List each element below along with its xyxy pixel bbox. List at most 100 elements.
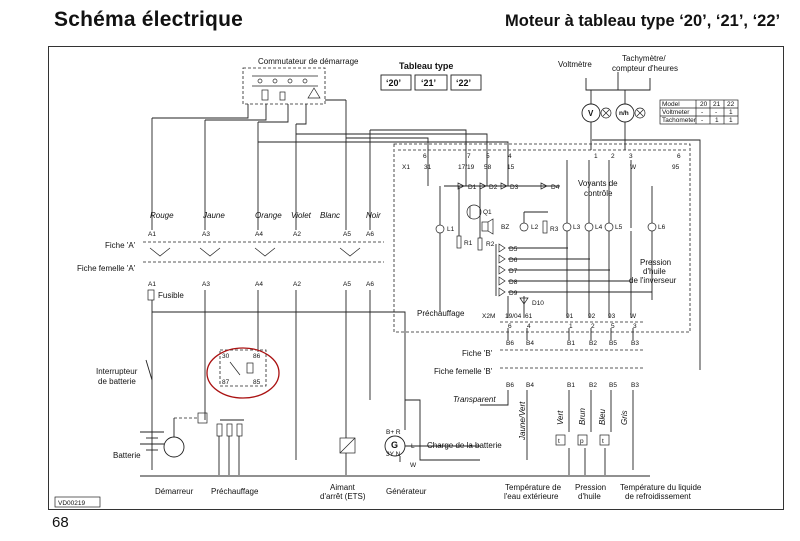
svg-text:A2: A2	[293, 281, 301, 288]
svg-text:-: -	[715, 109, 717, 116]
svg-text:A6: A6	[366, 231, 374, 238]
svg-text:Brun: Brun	[578, 408, 587, 425]
svg-text:4: 4	[527, 323, 531, 330]
svg-text:21: 21	[713, 101, 721, 108]
svg-text:1: 1	[569, 323, 573, 330]
svg-text:R3: R3	[550, 226, 559, 233]
svg-text:91: 91	[566, 313, 574, 320]
svg-text:D9: D9	[509, 290, 518, 297]
svg-text:B1: B1	[567, 382, 575, 389]
page-title: Schéma électrique	[54, 8, 243, 31]
diodes-top: D1 D2 D3 D4	[457, 182, 560, 191]
svg-text:30: 30	[222, 353, 230, 360]
svg-text:A4: A4	[255, 231, 263, 238]
svg-text:5: 5	[611, 323, 615, 330]
svg-text:‘20’: ‘20’	[386, 78, 401, 88]
svg-text:92: 92	[588, 313, 596, 320]
svg-text:Démarreur: Démarreur	[155, 487, 194, 496]
svg-text:B+ R: B+ R	[386, 429, 401, 436]
svg-text:D6: D6	[509, 257, 518, 264]
svg-text:Model: Model	[662, 101, 680, 108]
preheat-lamp-label: Préchauffage	[417, 309, 465, 318]
panel-title: Tableau type	[399, 61, 453, 71]
svg-text:L3: L3	[573, 224, 581, 231]
svg-text:L4: L4	[595, 224, 603, 231]
svg-text:-: -	[701, 109, 703, 116]
svg-text:Vert: Vert	[556, 410, 565, 425]
svg-text:87: 87	[222, 379, 230, 386]
starter-switch[interactable]	[242, 67, 326, 105]
svg-text:Fiche 'A': Fiche 'A'	[105, 241, 136, 250]
svg-text:7: 7	[467, 153, 471, 160]
svg-text:Fiche femelle 'B': Fiche femelle 'B'	[434, 367, 493, 376]
sender-symbols: t p t	[555, 434, 610, 446]
svg-text:Générateur: Générateur	[386, 487, 427, 496]
svg-text:A5: A5	[343, 231, 351, 238]
svg-text:t: t	[558, 438, 560, 445]
svg-text:5: 5	[486, 153, 490, 160]
starter-switch-contacts	[252, 75, 321, 101]
connector-b: Fiche 'B' B6 B4 B1 B2 B5 B3	[462, 340, 645, 358]
svg-text:A5: A5	[343, 281, 351, 288]
svg-text:D2: D2	[489, 184, 498, 191]
relay: 30 86 87 85	[219, 349, 267, 387]
panel-type-21: ‘21’	[414, 74, 448, 91]
warning-lights-label-2: contrôle	[584, 189, 613, 198]
svg-text:Fusible: Fusible	[158, 291, 184, 300]
svg-text:D8: D8	[509, 279, 518, 286]
svg-text:W: W	[630, 164, 637, 171]
diodes-stack: D5 D6 D7 D8 D9 D10	[498, 243, 544, 307]
svg-text:Bleu: Bleu	[598, 408, 607, 425]
svg-text:15: 15	[507, 164, 515, 171]
svg-text:n/h: n/h	[619, 110, 629, 117]
svg-text:Tachometer: Tachometer	[662, 117, 697, 124]
meter-model-table: Model 20 21 22 Voltmeter - - 1 Tachomete…	[659, 99, 739, 125]
tachometer-label-2: compteur d'heures	[612, 64, 678, 73]
svg-text:3Y N: 3Y N	[386, 451, 401, 458]
svg-text:L6: L6	[658, 224, 666, 231]
svg-text:B2: B2	[589, 382, 597, 389]
svg-text:Gris: Gris	[620, 410, 629, 425]
svg-text:D4: D4	[551, 184, 560, 191]
sender-wires	[480, 328, 634, 475]
svg-text:Température de: Température de	[505, 483, 562, 492]
svg-text:93: 93	[608, 313, 616, 320]
svg-text:A3: A3	[202, 281, 210, 288]
battery-switch: Interrupteur de batterie	[96, 359, 153, 386]
svg-text:B2: B2	[589, 340, 597, 347]
svg-text:V: V	[588, 109, 594, 118]
svg-text:Fiche femelle 'A': Fiche femelle 'A'	[77, 264, 136, 273]
voltmeter-label: Voltmètre	[558, 60, 592, 69]
control-panel-box	[393, 143, 691, 333]
svg-text:B3: B3	[631, 382, 639, 389]
gear-oil-label-2: d'huile	[643, 267, 666, 276]
svg-text:Voltmeter: Voltmeter	[662, 109, 690, 116]
panel-wires	[427, 150, 653, 318]
svg-text:2: 2	[591, 323, 595, 330]
svg-text:95: 95	[672, 164, 680, 171]
generator: G 3Y N B+ R L W	[384, 429, 480, 469]
mid-connector: X2M 19/04 61 91 92 93 W 6 4 1 2 5 3	[482, 313, 645, 330]
svg-text:B1: B1	[567, 340, 575, 347]
svg-text:1: 1	[729, 117, 733, 124]
svg-text:Rouge: Rouge	[150, 211, 174, 220]
svg-text:Batterie: Batterie	[113, 451, 141, 460]
svg-text:Noir: Noir	[366, 211, 381, 220]
reference-code: VD00219	[54, 496, 101, 508]
charge-label: Charge de la batterie	[427, 441, 502, 450]
starter-motor	[163, 412, 208, 458]
svg-text:t: t	[602, 438, 604, 445]
voltmeter: V	[581, 103, 612, 123]
starter-switch-label: Commutateur de démarrage	[258, 57, 359, 66]
svg-text:R2: R2	[486, 241, 495, 248]
svg-text:B4: B4	[526, 382, 534, 389]
svg-text:Fiche 'B': Fiche 'B'	[462, 349, 493, 358]
svg-text:B3: B3	[631, 340, 639, 347]
svg-text:1: 1	[715, 117, 719, 124]
svg-text:6: 6	[423, 153, 427, 160]
svg-text:p: p	[580, 438, 584, 445]
svg-text:B5: B5	[609, 340, 617, 347]
bottom-labels: Démarreur Préchauffage Aimant d'arrêt (E…	[155, 483, 702, 501]
svg-text:Violet: Violet	[291, 211, 312, 220]
svg-text:20: 20	[700, 101, 708, 108]
